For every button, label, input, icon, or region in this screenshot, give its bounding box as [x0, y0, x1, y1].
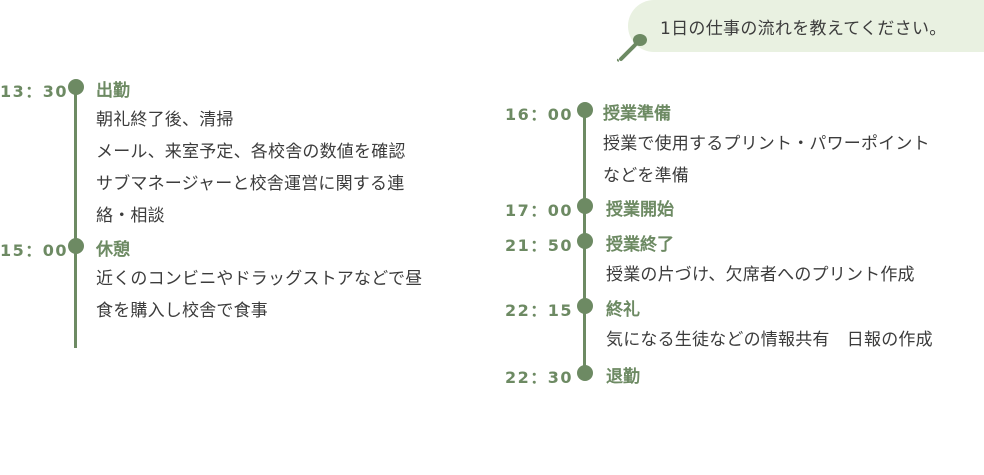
question-text: 1日の仕事の流れを教えてください。 [660, 19, 947, 39]
entry-time: 17：00 [505, 201, 574, 220]
microphone-icon [616, 34, 647, 62]
timeline-line-left [74, 88, 77, 348]
entry-detail-line: などを準備 [603, 166, 689, 186]
entry-time: 21：50 [505, 236, 574, 255]
timeline-dot [68, 79, 84, 95]
entry-detail-line: 絡・相談 [96, 206, 165, 226]
entry-title: 出勤 [96, 81, 130, 101]
entry-time: 22：30 [505, 368, 574, 387]
entry-detail-line: 朝礼終了後、清掃 [96, 110, 234, 130]
entry-detail-line: 食を購入し校舎で食事 [96, 301, 268, 321]
timeline-dot [577, 102, 593, 118]
entry-detail-line: 近くのコンビニやドラッグストアなどで昼 [96, 269, 423, 289]
entry-time: 16：00 [505, 105, 574, 124]
entry-detail-line: サブマネージャーと校舎運営に関する連 [96, 174, 405, 194]
entry-time: 15：00 [0, 241, 69, 260]
timeline-dot [68, 238, 84, 254]
entry-detail-line: メール、来室予定、各校舎の数値を確認 [96, 142, 406, 162]
entry-detail-line: 授業の片づけ、欠席者へのプリント作成 [606, 265, 915, 285]
entry-detail-line: 授業で使用するプリント・パワーポイント [603, 134, 930, 154]
question-bubble [628, 0, 984, 52]
entry-title: 授業準備 [603, 104, 671, 124]
entry-title: 終礼 [606, 300, 640, 320]
entry-time: 22：15 [505, 301, 574, 320]
entry-title: 退勤 [606, 367, 640, 387]
timeline-dot [577, 365, 593, 381]
entry-title: 休憩 [96, 240, 130, 260]
timeline-dot [577, 233, 593, 249]
entry-time: 13：30 [0, 82, 69, 101]
entry-detail-line: 気になる生徒などの情報共有 日報の作成 [606, 330, 933, 350]
entry-title: 授業終了 [606, 235, 674, 255]
timeline-dot [577, 298, 593, 314]
timeline-dot [577, 198, 593, 214]
entry-title: 授業開始 [606, 200, 674, 220]
